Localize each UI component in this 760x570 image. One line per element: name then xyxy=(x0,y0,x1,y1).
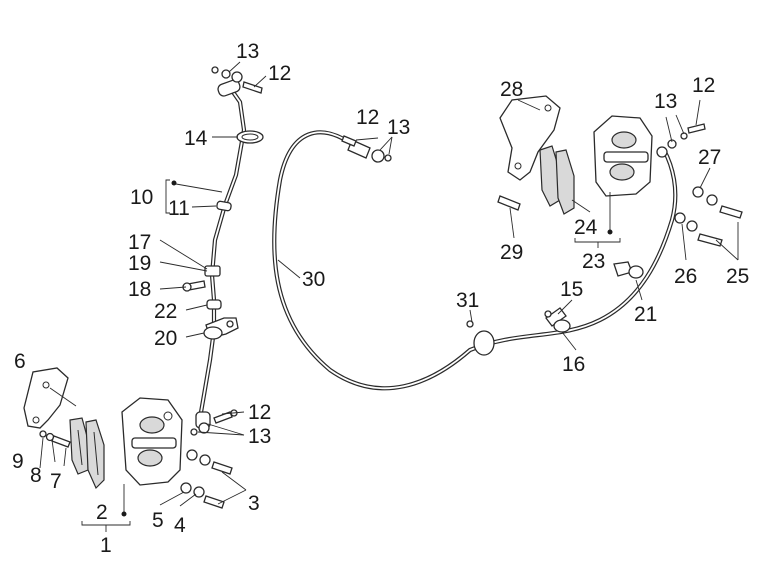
callout-29: 29 xyxy=(500,241,523,264)
group-marker-dot xyxy=(607,229,613,235)
callout-5: 5 xyxy=(152,509,164,532)
rear-brake-hose-30 xyxy=(272,130,678,391)
hose-clamp-14 xyxy=(236,130,264,144)
callout-22: 22 xyxy=(154,300,177,323)
callout-15: 15 xyxy=(560,278,583,301)
group-marker-dot xyxy=(121,511,127,517)
right-brake-caliper xyxy=(593,115,653,197)
callout-10: 10 xyxy=(130,186,153,209)
callout-27: 27 xyxy=(698,146,721,169)
callout-1: 1 xyxy=(100,534,112,557)
callout-13-middle: 13 xyxy=(387,116,410,139)
hose-bracket-20 xyxy=(203,299,239,340)
hose-clip-21 xyxy=(613,261,644,279)
left-pad-pin xyxy=(39,430,71,448)
callout-30: 30 xyxy=(302,268,325,291)
left-caliper-bolts xyxy=(180,449,233,509)
callout-12-top-left: 12 xyxy=(268,62,291,85)
callout-16: 16 xyxy=(562,353,585,376)
callout-7: 7 xyxy=(50,470,62,493)
right-brake-pads xyxy=(539,145,575,215)
callout-6: 6 xyxy=(14,350,26,373)
right-caliper-bolts xyxy=(497,123,743,247)
callout-26: 26 xyxy=(674,265,697,288)
lower-banjo-fitting xyxy=(190,409,238,436)
callout-2: 2 xyxy=(96,501,108,524)
callout-13-top-left: 13 xyxy=(236,40,259,63)
callout-13-lower-left: 13 xyxy=(248,425,271,448)
callout-12-lower-left: 12 xyxy=(248,401,271,424)
callout-12-middle: 12 xyxy=(356,106,379,129)
callout-19: 19 xyxy=(128,252,151,275)
hose-sleeve xyxy=(216,200,232,212)
callout-25: 25 xyxy=(726,265,749,288)
callout-20: 20 xyxy=(154,327,177,350)
callout-4: 4 xyxy=(174,514,186,537)
front-brake-hose xyxy=(197,90,247,419)
callout-11: 11 xyxy=(168,197,190,220)
callout-13-right: 13 xyxy=(654,90,677,113)
hose-clip-31 xyxy=(466,320,495,356)
callout-14: 14 xyxy=(184,127,208,150)
leader-lines xyxy=(39,61,739,532)
middle-banjo-fitting xyxy=(341,135,392,163)
left-brake-caliper xyxy=(121,397,183,486)
callout-3: 3 xyxy=(248,492,260,515)
callout-24: 24 xyxy=(574,216,598,239)
callout-8: 8 xyxy=(30,464,42,487)
right-caliper-bracket xyxy=(499,95,561,181)
group-marker-dot xyxy=(171,180,177,186)
callout-12-right: 12 xyxy=(692,74,715,97)
left-caliper-bracket xyxy=(23,367,69,429)
callout-31: 31 xyxy=(456,289,479,312)
callout-labels: 13 12 14 10 11 17 19 18 22 20 12 13 12 1… xyxy=(12,40,749,557)
hose-clip-16 xyxy=(544,307,571,333)
left-brake-pads xyxy=(69,417,105,490)
callout-18: 18 xyxy=(128,278,151,301)
top-banjo-fitting xyxy=(211,66,263,97)
callout-23: 23 xyxy=(582,250,605,273)
callout-28: 28 xyxy=(500,78,523,101)
callout-17: 17 xyxy=(128,231,151,254)
callout-9: 9 xyxy=(12,450,24,473)
callout-21: 21 xyxy=(634,303,657,326)
